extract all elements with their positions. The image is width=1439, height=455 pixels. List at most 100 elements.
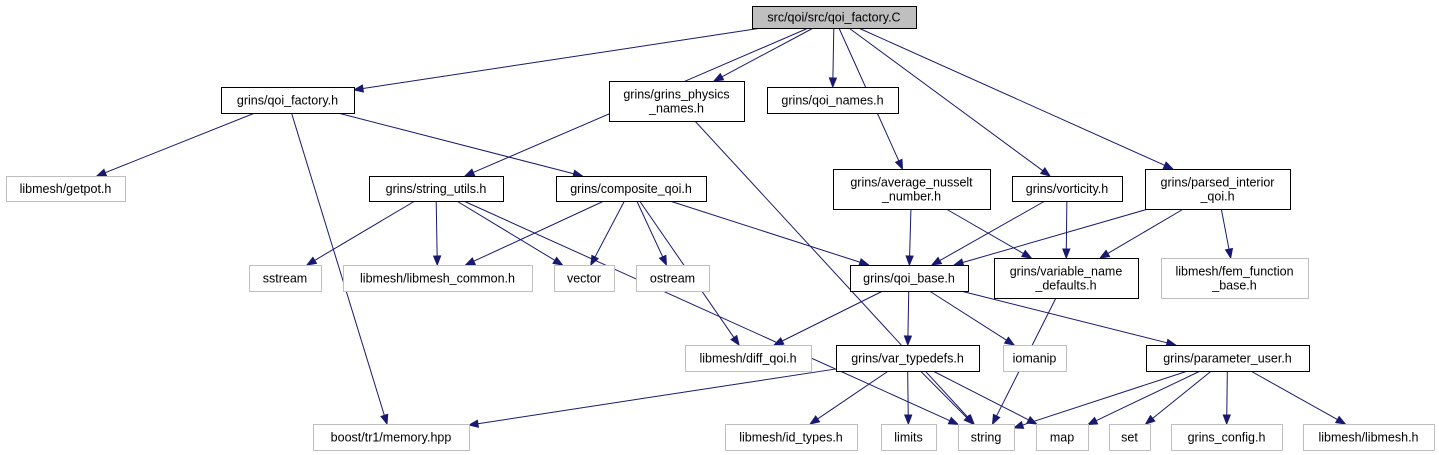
- edge-composite_qoi-to-vector: [594, 200, 625, 258]
- edge-average_nusselt-to-qoi_base: [909, 208, 912, 257]
- node-box: [1146, 345, 1310, 372]
- node-label: grins/var_typedefs.h: [851, 352, 964, 366]
- arrowhead-qoi_factory_h-to-getpot: [95, 168, 108, 177]
- arrowhead-var_typedefs-to-id_types: [809, 415, 821, 425]
- arrowhead-variable_name_defaults-to-string: [991, 413, 1001, 426]
- node-box: [958, 424, 1015, 451]
- node-box: [725, 424, 858, 451]
- node-box: [1003, 345, 1067, 372]
- node-label: grins/qoi_base.h: [863, 272, 955, 286]
- node-set: set: [1109, 424, 1151, 451]
- arrowhead-composite_qoi-to-diff_qoi: [730, 334, 740, 347]
- arrowhead-average_nusselt-to-variable_name_defaults: [1020, 249, 1033, 259]
- node-label: libmesh/libmesh.h: [1318, 431, 1418, 445]
- node-string_utils[interactable]: grins/string_utils.h: [369, 176, 504, 202]
- node-boost_memory: boost/tr1/memory.hpp: [313, 424, 470, 451]
- node-label: _number.h: [881, 190, 941, 204]
- node-box: [1145, 169, 1291, 210]
- node-vector: vector: [554, 265, 615, 292]
- node-iomanip: iomanip: [1003, 345, 1067, 372]
- node-label: libmesh/diff_qoi.h: [699, 352, 796, 366]
- arrowhead-vorticity-to-variable_name_defaults: [1062, 248, 1071, 260]
- arrowhead-parsed_interior-to-variable_name_defaults: [1098, 249, 1111, 259]
- arrowhead-parsed_interior-to-qoi_base: [952, 258, 965, 267]
- edge-qoi_base-to-diff_qoi: [781, 290, 884, 342]
- node-root[interactable]: src/qoi/src/qoi_factory.C: [752, 6, 917, 29]
- node-label: _defaults.h: [1034, 279, 1096, 293]
- arrowhead-parsed_interior-to-fem_function_base: [1224, 247, 1234, 260]
- node-box: [343, 265, 533, 292]
- edge-var_typedefs-to-map: [932, 370, 1029, 421]
- arrowhead-parameter_user-to-libmesh_libmesh: [1334, 415, 1347, 425]
- node-label: libmesh/libmesh_common.h: [360, 272, 515, 286]
- arrowhead-var_typedefs-to-limits: [903, 414, 913, 426]
- node-libmesh_libmesh: libmesh/libmesh.h: [1303, 424, 1435, 451]
- arrowhead-string_utils-to-string: [947, 416, 960, 425]
- node-box: [313, 424, 470, 451]
- arrowhead-string_utils-to-vector: [552, 256, 564, 266]
- arrowhead-root-to-qoi_names: [828, 77, 838, 89]
- node-parsed_interior[interactable]: grins/parsed_interior_qoi.h: [1145, 169, 1291, 210]
- edge-root-to-qoi_names: [832, 27, 835, 79]
- edge-vorticity-to-qoi_base: [939, 200, 1046, 261]
- edge-var_typedefs-to-string: [920, 370, 968, 418]
- node-box: [636, 265, 710, 292]
- node-composite_qoi[interactable]: grins/composite_qoi.h: [556, 176, 707, 202]
- node-string: string: [958, 424, 1015, 451]
- node-label: grins/variable_name: [1010, 265, 1123, 279]
- arrowhead-parameter_user-to-set: [1144, 414, 1156, 425]
- node-id_types: libmesh/id_types.h: [725, 424, 858, 451]
- node-label: sstream: [263, 272, 307, 286]
- node-label: boost/tr1/memory.hpp: [331, 431, 452, 445]
- node-qoi_factory_h[interactable]: grins/qoi_factory.h: [221, 87, 355, 114]
- node-label: limits: [894, 431, 922, 445]
- node-vorticity[interactable]: grins/vorticity.h: [1012, 176, 1123, 202]
- node-qoi_base[interactable]: grins/qoi_base.h: [850, 265, 969, 292]
- arrowhead-qoi_factory_h-to-boost_memory: [380, 413, 389, 426]
- edge-parsed_interior-to-qoi_base: [962, 208, 1149, 263]
- node-label: libmesh/id_types.h: [739, 431, 843, 445]
- node-box: [1171, 424, 1283, 451]
- edge-root-to-vorticity: [848, 27, 1044, 172]
- edge-parameter_user-to-map: [1095, 370, 1201, 422]
- node-box: [221, 87, 355, 114]
- arrowhead-root-to-average_nusselt: [894, 158, 904, 171]
- arrowhead-root-to-qoi_factory_h: [352, 84, 365, 93]
- node-limits: limits: [881, 424, 937, 451]
- arrowhead-composite_qoi-to-vector: [590, 254, 599, 267]
- node-label: map: [1050, 431, 1074, 445]
- node-box: [767, 87, 899, 114]
- edge-var_typedefs-to-limits: [907, 370, 909, 416]
- node-label: ostream: [650, 272, 695, 286]
- arrowhead-qoi_base-to-iomanip: [1003, 336, 1016, 346]
- edge-parameter_user-to-set: [1152, 370, 1212, 419]
- node-getpot: libmesh/getpot.h: [6, 176, 126, 202]
- edge-parsed_interior-to-fem_function_base: [1220, 208, 1230, 250]
- arrowhead-var_typedefs-to-string: [963, 414, 975, 425]
- node-label: _qoi.h: [1199, 190, 1234, 204]
- node-box: [1161, 258, 1309, 299]
- node-var_typedefs[interactable]: grins/var_typedefs.h: [836, 345, 980, 372]
- node-grins_physics_names[interactable]: grins/grins_physics_names.h: [609, 81, 745, 122]
- node-label: _names.h: [648, 102, 704, 116]
- edge-parameter_user-to-grins_config: [1226, 370, 1228, 416]
- node-label: grins/qoi_names.h: [781, 94, 883, 108]
- node-sstream: sstream: [249, 265, 322, 292]
- node-box: [1012, 176, 1123, 202]
- edge-root-to-qoi_factory_h: [362, 27, 762, 90]
- node-parameter_user[interactable]: grins/parameter_user.h: [1146, 345, 1310, 372]
- arrowhead-var_typedefs-to-map: [1026, 415, 1038, 425]
- node-label: grins/composite_qoi.h: [570, 182, 692, 196]
- node-box: [752, 6, 917, 29]
- node-qoi_names[interactable]: grins/qoi_names.h: [767, 87, 899, 114]
- arrowhead-root-to-grins_physics_names: [712, 72, 725, 82]
- node-average_nusselt[interactable]: grins/average_nusselt_number.h: [833, 169, 991, 210]
- node-variable_name_defaults[interactable]: grins/variable_name_defaults.h: [994, 258, 1139, 299]
- edge-vorticity-to-variable_name_defaults: [1065, 200, 1068, 250]
- node-box: [1109, 424, 1151, 451]
- nodes-layer: src/qoi/src/qoi_factory.C grins/qoi_facto…: [6, 6, 1435, 451]
- arrowhead-average_nusselt-to-qoi_base: [905, 255, 914, 267]
- node-libmesh_common: libmesh/libmesh_common.h: [343, 265, 533, 292]
- node-grins_config: grins_config.h: [1171, 424, 1283, 451]
- node-box: [881, 424, 937, 451]
